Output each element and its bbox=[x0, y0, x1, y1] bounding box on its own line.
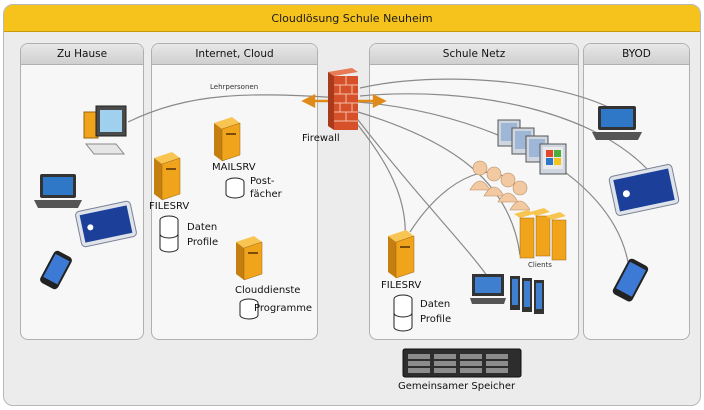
lehrpersonen-label: Lehrpersonen bbox=[208, 83, 261, 91]
mailsrv-server-icon bbox=[214, 117, 241, 162]
cloud-daten-label: Daten bbox=[187, 222, 218, 233]
panel-internet-cloud-title: Internet, Cloud bbox=[152, 44, 317, 65]
link-firewall-clients bbox=[357, 111, 521, 256]
client-users-icon bbox=[469, 160, 530, 211]
cloud-profile-label: Profile bbox=[187, 237, 219, 248]
schule-profile-label: Profile bbox=[420, 314, 452, 325]
byod-smartphone-icon bbox=[612, 258, 649, 302]
panel-schule-netz-title: Schule Netz bbox=[370, 44, 578, 65]
client-monitors-icon bbox=[497, 119, 567, 175]
cloud-filesrv-label: FILESRV bbox=[149, 201, 190, 212]
home-smartphone-icon bbox=[40, 250, 72, 290]
programme-disk-icon bbox=[239, 298, 259, 320]
schule-daten-label: Daten bbox=[420, 299, 451, 310]
home-tablet-icon bbox=[75, 200, 137, 248]
postfaecher-label-line2: fächer bbox=[250, 189, 282, 200]
link-home-firewall bbox=[127, 94, 343, 123]
postfaecher-disk-icon bbox=[225, 177, 245, 199]
firewall-label: Firewall bbox=[302, 133, 340, 144]
cloud-storage-disk-icon bbox=[159, 215, 179, 253]
clouddienste-label: Clouddienste bbox=[235, 285, 301, 296]
postfaecher-label-line1: Post- bbox=[250, 176, 275, 187]
panel-byod-title: BYOD bbox=[584, 44, 689, 65]
schule-filesrv-server-icon bbox=[388, 230, 415, 279]
notebooks-icon bbox=[470, 274, 544, 314]
panel-zu-hause-title: Zu Hause bbox=[21, 44, 143, 65]
diagram-title: Cloudlösung Schule Neuheim bbox=[4, 5, 700, 32]
shared-storage-label: Gemeinsamer Speicher bbox=[398, 381, 516, 392]
schule-storage-disk-icon bbox=[393, 294, 413, 332]
programme-label: Programme bbox=[254, 303, 313, 314]
cloud-filesrv-server-icon bbox=[154, 152, 181, 201]
link-firewall-notebooks bbox=[354, 115, 491, 281]
mailsrv-label: MAILSRV bbox=[212, 162, 256, 173]
shared-storage-rack-icon bbox=[402, 348, 522, 378]
schule-filesrv-label: FILESRV bbox=[381, 280, 422, 291]
home-laptop-icon bbox=[34, 174, 82, 208]
byod-laptop-icon bbox=[592, 106, 642, 140]
clouddienste-server-icon bbox=[236, 236, 263, 281]
home-desktop-pc-icon bbox=[83, 105, 127, 155]
client-servers-icon bbox=[514, 208, 567, 261]
link-firewall-byod-tablet bbox=[359, 93, 656, 179]
firewall-brick-wall-icon bbox=[328, 68, 358, 130]
clients-label: Clients bbox=[528, 261, 552, 269]
link-firewall-byod-laptop bbox=[359, 78, 619, 113]
byod-tablet-icon bbox=[608, 164, 680, 216]
